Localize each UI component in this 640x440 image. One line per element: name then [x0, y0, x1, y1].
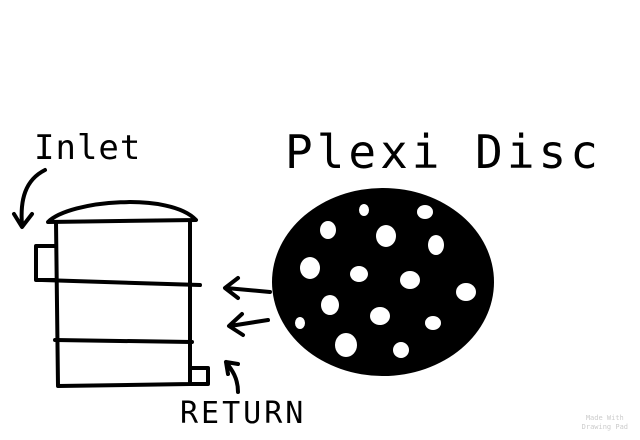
tank-band-lower [53, 338, 194, 344]
watermark-line-2: Drawing Pad [581, 423, 628, 431]
watermark: Made With Drawing Pad [582, 414, 628, 432]
inlet-label: Inlet [34, 128, 142, 168]
return-port [188, 366, 210, 386]
tank-dome [46, 200, 198, 224]
return-arrow [224, 360, 240, 394]
plexi-disc [272, 188, 494, 376]
tank-band-upper [40, 278, 202, 287]
tank-body [54, 220, 192, 388]
inlet-port [34, 244, 57, 282]
return-label: RETURN [180, 396, 307, 431]
plexi-disc-label: Plexi Disc [285, 125, 602, 179]
inlet-arrow [12, 168, 47, 229]
watermark-line-1: Made With [585, 414, 624, 422]
flow-arrow-lower [227, 312, 270, 337]
flow-arrow-upper [223, 276, 272, 300]
